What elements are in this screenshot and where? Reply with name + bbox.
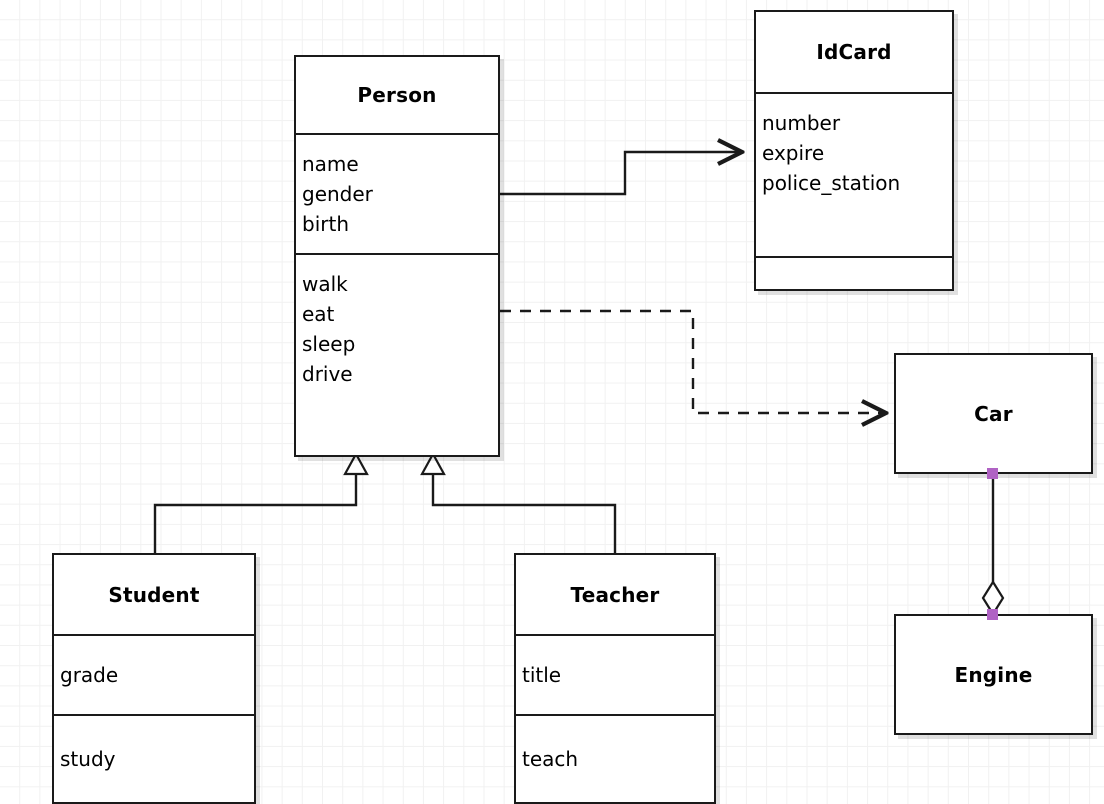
operations-person: walk eat sleep drive [296, 253, 498, 455]
class-box-person[interactable]: Person name gender birth walk eat sleep … [294, 55, 500, 457]
operation-item: drive [302, 362, 353, 386]
attribute-item: police_station [762, 171, 901, 195]
class-name-person: Person [296, 57, 498, 133]
attributes-student: grade [54, 634, 254, 714]
class-name-car: Car [896, 355, 1091, 472]
edge-teacher-person[interactable] [420, 451, 617, 553]
operation-item: teach [522, 747, 579, 771]
attribute-item: birth [302, 212, 349, 236]
attributes-person: name gender birth [296, 133, 498, 253]
edge-endpoint-handle-engine[interactable] [987, 609, 998, 620]
attribute-item: grade [60, 663, 119, 687]
edge-person-idcard[interactable] [500, 152, 742, 196]
operations-student: study [54, 714, 254, 802]
operation-item: study [60, 747, 116, 771]
class-name-teacher: Teacher [516, 555, 714, 634]
edge-endpoint-handle-car[interactable] [987, 468, 998, 479]
attribute-item: title [522, 663, 562, 687]
class-name-engine: Engine [896, 616, 1091, 733]
class-box-car[interactable]: Car [894, 353, 1093, 474]
operation-item: sleep [302, 332, 356, 356]
class-name-idcard: IdCard [756, 12, 952, 92]
attribute-item: gender [302, 182, 373, 206]
attributes-teacher: title [516, 634, 714, 714]
class-box-teacher[interactable]: Teacher title teach [514, 553, 716, 804]
class-name-student: Student [54, 555, 254, 634]
class-box-idcard[interactable]: IdCard number expire police_station [754, 10, 954, 291]
attribute-item: name [302, 152, 359, 176]
edge-person-car[interactable] [500, 309, 886, 413]
operations-teacher: teach [516, 714, 714, 802]
edge-student-person[interactable] [153, 451, 369, 553]
operations-idcard [756, 256, 952, 289]
operation-item: walk [302, 272, 348, 296]
edge-car-engine[interactable] [981, 474, 1005, 617]
class-box-engine[interactable]: Engine [894, 614, 1093, 735]
attribute-item: expire [762, 141, 825, 165]
operation-item: eat [302, 302, 335, 326]
attribute-item: number [762, 111, 841, 135]
class-box-student[interactable]: Student grade study [52, 553, 256, 804]
attributes-idcard: number expire police_station [756, 92, 952, 256]
